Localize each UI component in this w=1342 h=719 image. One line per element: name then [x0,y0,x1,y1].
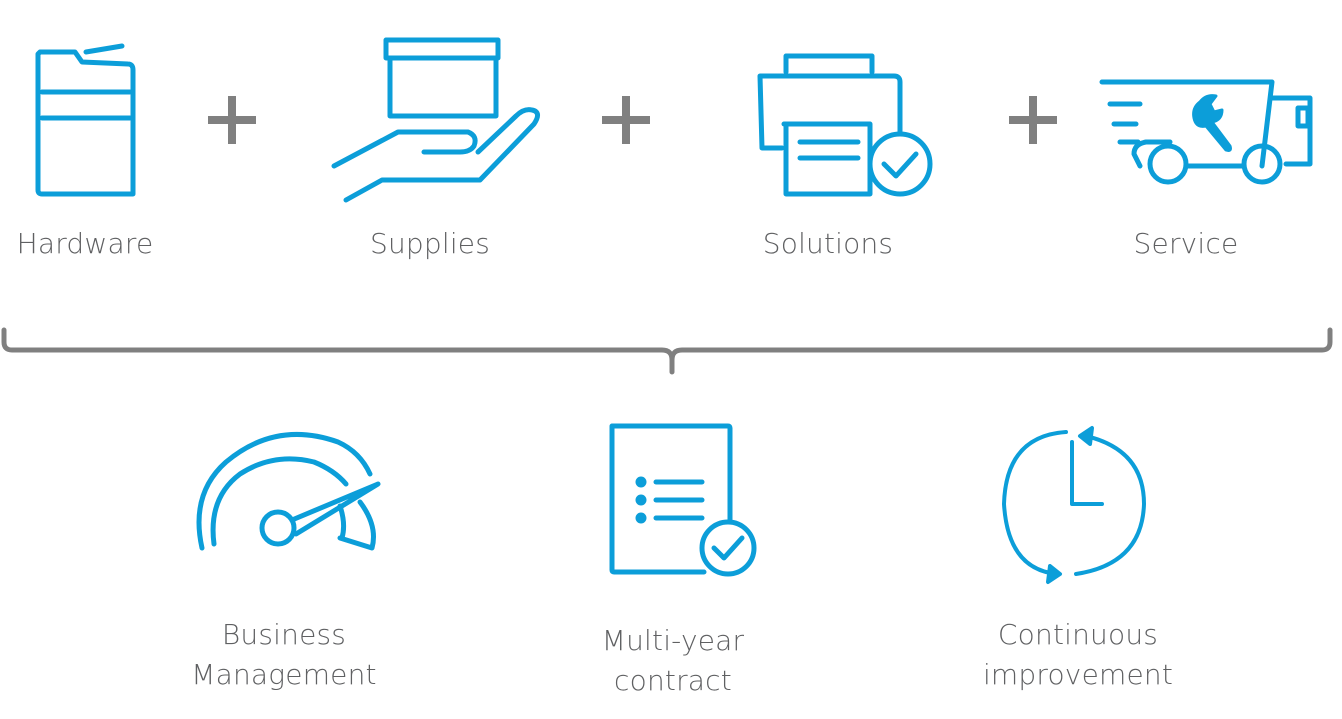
outcome-label-line2: improvement [982,658,1174,691]
hand-with-box-icon [328,36,548,206]
printer-check-icon [754,52,934,202]
plus-sign-1 [208,96,256,148]
component-label-supplies: Supplies [369,227,491,260]
outcome-label-multi-year-contract: Multi-year contract [553,621,793,701]
outcome-label-continuous-improvement: Continuous improvement [958,615,1198,695]
outcome-label-business-management: Business Management [164,615,404,695]
outcome-label-line1: Business [221,618,347,651]
outcome-label-line2: Management [191,658,377,691]
component-label-service: Service [1133,227,1239,260]
clock-cycle-icon [996,424,1156,584]
printer-mfp-icon [30,40,140,200]
contract-check-icon [606,420,766,590]
component-label-solutions: Solutions [762,227,894,260]
outcome-label-line2: contract [614,664,732,697]
gauge-icon [190,428,390,558]
plus-sign-2 [602,96,650,148]
outcome-label-line1: Multi-year [601,624,745,657]
component-label-hardware: Hardware [16,227,154,260]
bracket-connector [0,320,1342,384]
service-truck-icon [1099,74,1322,188]
plus-sign-3 [1009,96,1057,148]
outcome-label-line1: Continuous [997,618,1159,651]
